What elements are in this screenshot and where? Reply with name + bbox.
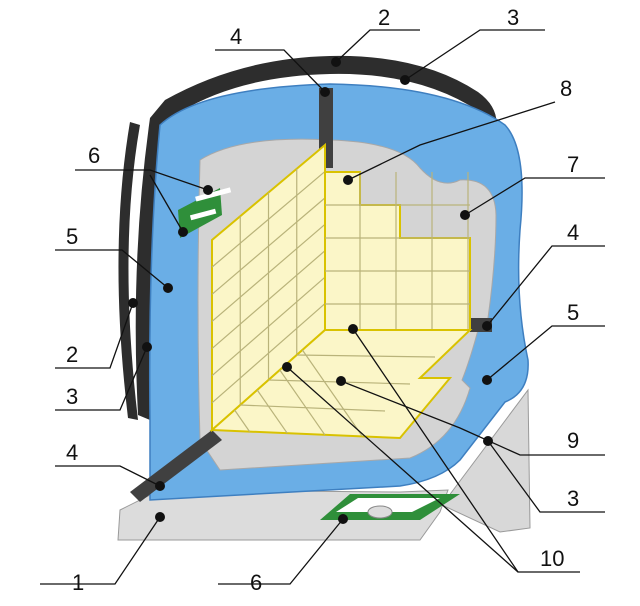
callout-5-left: 5 <box>66 224 78 249</box>
callout-3-left: 3 <box>66 384 78 409</box>
left-bracket <box>178 187 232 238</box>
callout-4-top: 4 <box>230 24 242 49</box>
callout-3-top: 3 <box>507 5 519 30</box>
callout-3-right: 3 <box>567 486 579 511</box>
callout-4-right: 4 <box>567 220 579 245</box>
callout-4-bottom: 4 <box>66 440 78 465</box>
callout-1: 1 <box>72 570 84 595</box>
callout-7: 7 <box>567 152 579 177</box>
callout-6-bottom: 6 <box>250 570 262 595</box>
callout-2-left: 2 <box>66 342 78 367</box>
leader-dots <box>128 57 493 524</box>
callout-2-top: 2 <box>378 5 390 30</box>
outer-sealing-tape <box>135 55 497 421</box>
bottom-diagonal-strip <box>130 430 222 502</box>
tile-grout-line <box>240 404 386 412</box>
left-tile-grid <box>211 168 326 405</box>
callout-10: 10 <box>540 546 564 571</box>
right-wall-block <box>441 388 531 533</box>
back-tile-grid <box>325 172 470 330</box>
tile-grout-line <box>296 354 436 358</box>
tile-grout-line <box>301 349 363 437</box>
bottom-bracket <box>320 494 460 520</box>
callout-9: 9 <box>567 428 579 453</box>
callout-8: 8 <box>560 76 572 101</box>
tile-grout-line <box>279 369 326 436</box>
outer-sealing-tape-left <box>118 122 140 420</box>
tile-grout-line <box>256 389 288 434</box>
tile-grout-line <box>234 409 251 432</box>
callout-5-right: 5 <box>567 300 579 325</box>
callout-6-left: 6 <box>88 143 100 168</box>
